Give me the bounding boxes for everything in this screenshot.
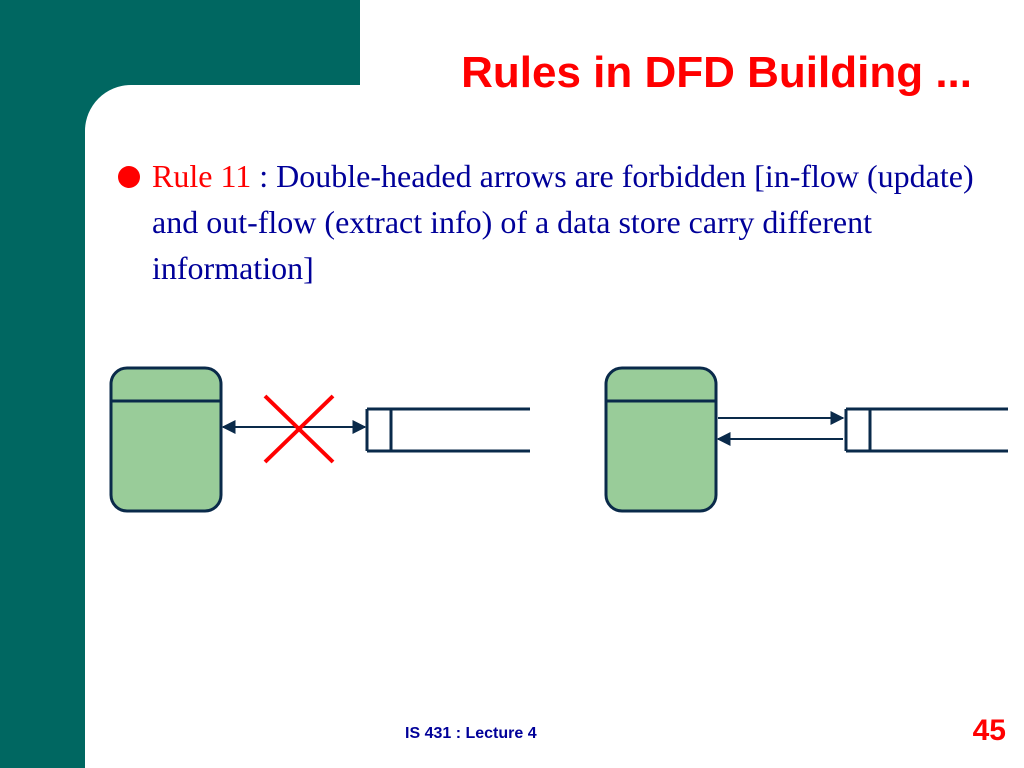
correct-example: [604, 366, 1008, 513]
process-shape-right: [604, 366, 718, 513]
data-store-left: [365, 407, 530, 453]
title-band: [360, 0, 1024, 85]
slide-title: Rules in DFD Building ...: [461, 48, 972, 97]
bullet-dot-icon: [118, 166, 140, 188]
forbidden-cross-icon: [263, 394, 335, 464]
rule-description: : Double-headed arrows are forbidden [in…: [152, 158, 974, 286]
bullet-item: Rule 11 : Double-headed arrows are forbi…: [118, 153, 978, 291]
wrong-example: [109, 366, 530, 513]
footer-label: IS 431 : Lecture 4: [405, 725, 537, 742]
page-number: 45: [972, 714, 1006, 747]
rule-label: Rule 11: [152, 158, 252, 194]
bullet-text: Rule 11 : Double-headed arrows are forbi…: [152, 153, 978, 291]
data-store-right: [844, 407, 1008, 453]
process-shape-left: [109, 366, 223, 513]
